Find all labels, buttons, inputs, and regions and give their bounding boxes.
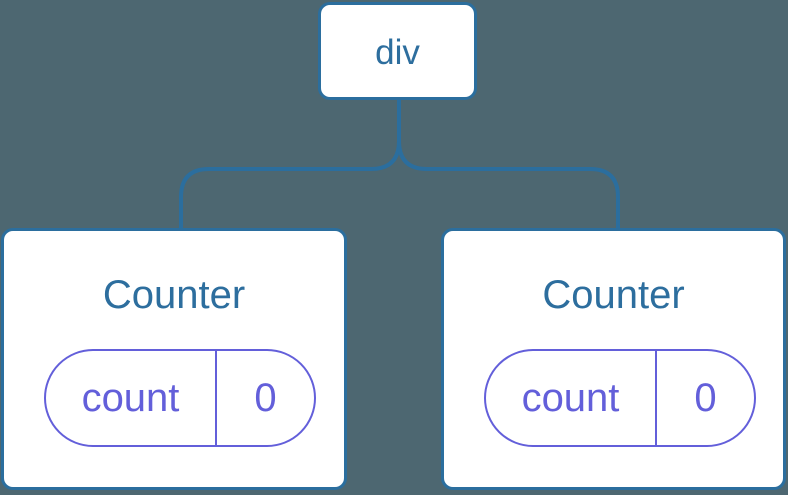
connector-left-branch — [179, 99, 401, 230]
counter-component-card-left: Counter count 0 — [1, 228, 347, 490]
component-title: Counter — [102, 273, 246, 317]
state-variable-name: count — [81, 376, 180, 420]
root-node-div: div — [318, 2, 477, 100]
connector-right-branch — [397, 99, 620, 230]
state-variable-value: 0 — [655, 351, 754, 445]
counter-component-card-right: Counter count 0 — [441, 228, 786, 490]
state-pill: count 0 — [44, 349, 316, 447]
state-variable-name: count — [521, 376, 620, 420]
component-title: Counter — [542, 273, 685, 317]
state-variable-value: 0 — [215, 351, 314, 445]
root-node-label: div — [375, 32, 420, 72]
state-pill: count 0 — [484, 349, 756, 447]
